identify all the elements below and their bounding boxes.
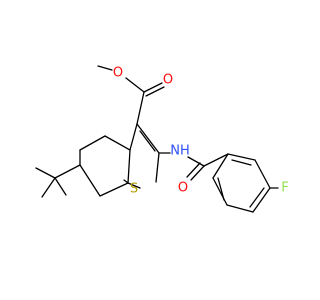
bond <box>231 159 252 166</box>
bond <box>155 152 160 183</box>
bond <box>123 179 129 184</box>
bond <box>35 167 56 179</box>
bond <box>127 149 131 184</box>
cyclohexene-ring <box>79 135 131 197</box>
bond <box>136 123 160 154</box>
methyl-ester-group <box>97 65 165 125</box>
amide-linkage <box>158 152 229 181</box>
bond <box>252 187 271 213</box>
bond <box>79 135 106 151</box>
bond <box>145 86 165 97</box>
bond <box>143 82 163 93</box>
bond <box>217 177 225 201</box>
bond <box>254 159 271 189</box>
amide-nitrogen-label: NH <box>170 144 190 159</box>
bond <box>226 204 254 213</box>
thiophene-ring <box>123 123 160 189</box>
bond <box>125 77 145 93</box>
thiophene-sulfur-label: S <box>130 182 138 197</box>
bond <box>249 187 265 208</box>
bond <box>127 182 141 189</box>
fluorophenyl-ring <box>212 153 279 213</box>
bond <box>227 153 256 161</box>
bond <box>99 182 129 197</box>
amide-carbonyl-oxygen-label: O <box>178 181 188 196</box>
bond <box>187 156 205 167</box>
bond <box>203 153 229 167</box>
bond <box>186 162 201 178</box>
ester-ether-oxygen-label: O <box>113 66 123 81</box>
bond <box>79 164 101 197</box>
bond <box>41 177 56 198</box>
bond <box>97 65 113 71</box>
bond <box>54 177 67 196</box>
bond <box>139 130 156 152</box>
fluorine-label: F <box>281 181 288 196</box>
ester-carbonyl-oxygen-label: O <box>163 73 173 88</box>
bond <box>54 164 81 179</box>
tert-butyl-group <box>35 164 81 198</box>
molecule-structure-diagram: O O NH S O F <box>35 65 289 213</box>
bond <box>212 177 228 206</box>
bond <box>212 153 229 179</box>
bond <box>136 91 145 125</box>
bond <box>129 123 138 151</box>
bond <box>190 165 205 181</box>
atom-labels: O O NH S O F <box>113 66 289 197</box>
bond <box>104 135 131 151</box>
